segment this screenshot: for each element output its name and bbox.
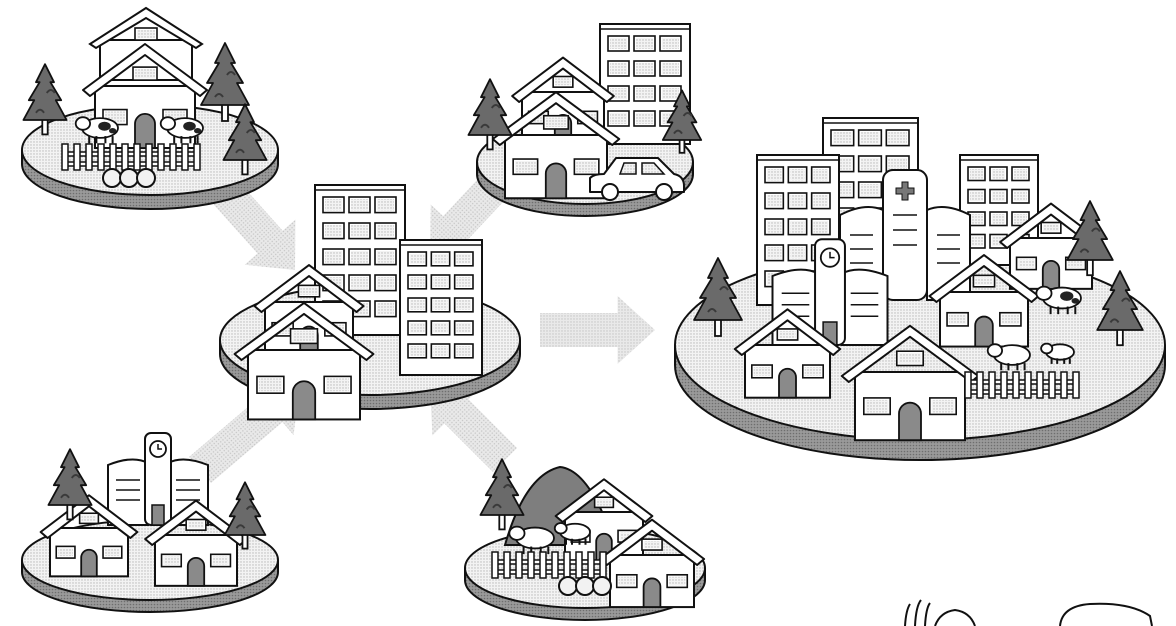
merged-town-island: [675, 118, 1165, 460]
flow-arrow: [540, 296, 655, 364]
apartment-building: [400, 240, 482, 375]
farm-island: [22, 8, 278, 209]
corner-sketch: [905, 600, 1152, 626]
school-island: [22, 433, 278, 612]
hay-bales: [103, 169, 155, 187]
rural-island: [465, 459, 705, 620]
residential-island: [468, 24, 701, 216]
hay-bales: [559, 577, 611, 595]
